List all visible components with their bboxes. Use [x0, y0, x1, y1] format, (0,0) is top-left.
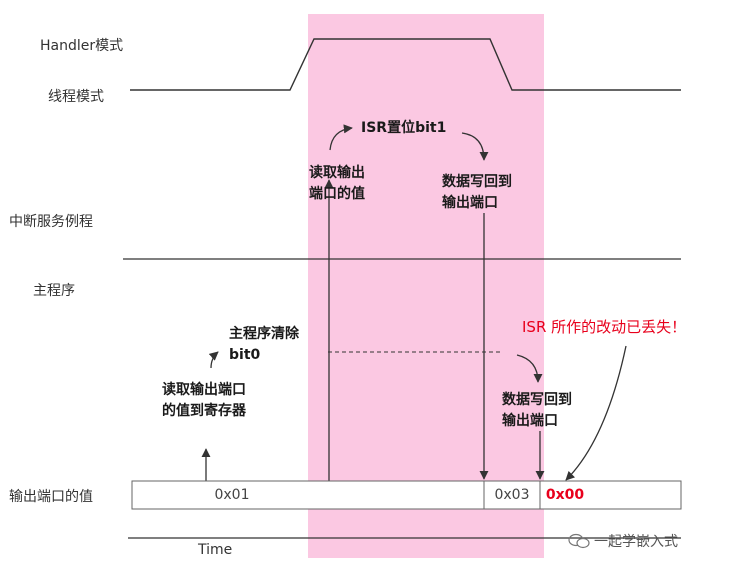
isr-set-curve-left	[329, 124, 353, 151]
lane-handler-mode: Handler模式	[40, 38, 124, 54]
port-value-0x03: 0x03	[494, 487, 530, 503]
wechat-icon	[568, 533, 590, 549]
watermark: 一起学嵌入式	[568, 531, 678, 551]
main-clear-label: 主程序清除 bit0	[229, 326, 299, 363]
main-write-curve	[516, 354, 543, 383]
isr-write-label: 数据写回到 输出端口	[442, 174, 512, 211]
isr-read-label: 读取输出 端口的值	[309, 165, 365, 202]
port-value-0x00: 0x00	[545, 487, 585, 503]
lane-main-program: 主程序	[33, 283, 75, 299]
port-value-0x01: 0x01	[214, 487, 250, 503]
main-write-label: 数据写回到 输出端口	[502, 392, 572, 429]
main-clear-curve	[208, 351, 219, 369]
lane-port-value: 输出端口的值	[9, 489, 93, 505]
lost-change-curve	[565, 345, 627, 481]
lane-thread-mode: 线程模式	[48, 89, 104, 105]
port-value-bar	[131, 480, 682, 510]
lost-change-alert: ISR 所作的改动已丢失！	[522, 318, 687, 336]
isr-set-curve-right	[461, 132, 489, 161]
main-read-label: 读取输出端口 的值到寄存器	[162, 382, 246, 419]
isr-active-window	[308, 14, 544, 558]
mode-waveform	[130, 38, 681, 91]
isr-set-bit-label: ISR置位bit1	[361, 120, 447, 136]
lane-isr: 中断服务例程	[9, 214, 93, 230]
time-axis-label: Time	[198, 542, 233, 558]
